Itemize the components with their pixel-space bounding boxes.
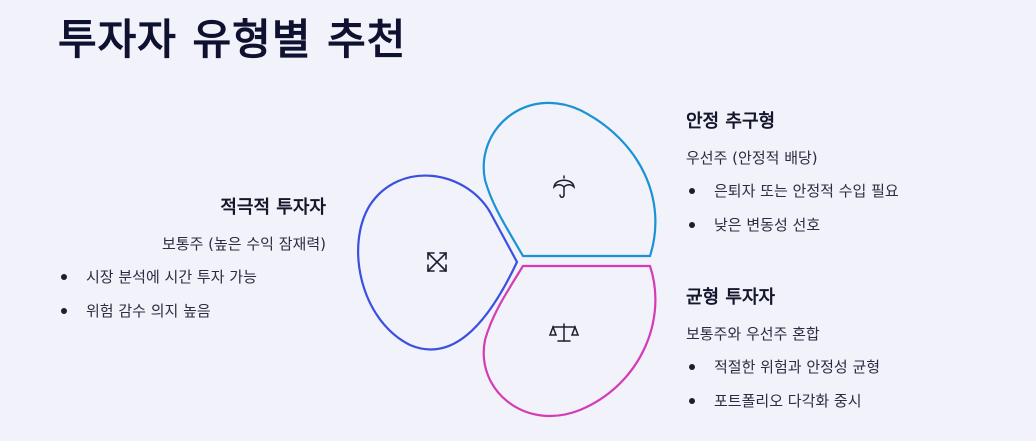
segment-heading: 적극적 투자자 [220,197,326,218]
bullet-list: 적절한 위험과 안정성 균형 포트폴리오 다각화 중시 [686,356,1006,424]
bullet-list: 은퇴자 또는 안정적 수입 필요 낮은 변동성 선호 [686,180,1006,248]
list-item: 시장 분석에 시간 투자 가능 [58,266,326,300]
list-item: 적절한 위험과 안정성 균형 [686,356,1006,390]
umbrella-icon [553,175,575,198]
list-item: 은퇴자 또는 안정적 수입 필요 [686,180,1006,214]
list-item: 위험 감수 의지 높음 [58,300,326,334]
petal-aggressive [357,174,519,351]
segment-aggressive: 적극적 투자자 보통주 (높은 수익 잠재력) 시장 분석에 시간 투자 가능 … [58,193,326,334]
scales-icon [548,323,580,342]
bullet-list: 시장 분석에 시간 투자 가능 위험 감수 의지 높음 [58,266,326,334]
segment-subtitle: 보통주 (높은 수익 잠재력) [161,235,326,253]
petal-balanced [482,264,657,417]
crossed-arrows-icon [427,252,447,272]
petal-stable [482,101,657,258]
segment-stable: 안정 추구형 우선주 (안정적 배당) 은퇴자 또는 안정적 수입 필요 낮은 … [686,107,1006,248]
segment-heading: 균형 투자자 [686,287,776,308]
list-item: 낮은 변동성 선호 [686,214,1006,248]
segment-subtitle: 보통주와 우선주 혼합 [686,325,820,343]
page-title: 투자자 유형별 추천 [58,15,407,64]
list-item: 포트폴리오 다각화 중시 [686,390,1006,424]
segment-heading: 안정 추구형 [686,111,776,132]
segment-balanced: 균형 투자자 보통주와 우선주 혼합 적절한 위험과 안정성 균형 포트폴리오 … [686,283,1006,424]
segment-subtitle: 우선주 (안정적 배당) [686,149,818,167]
